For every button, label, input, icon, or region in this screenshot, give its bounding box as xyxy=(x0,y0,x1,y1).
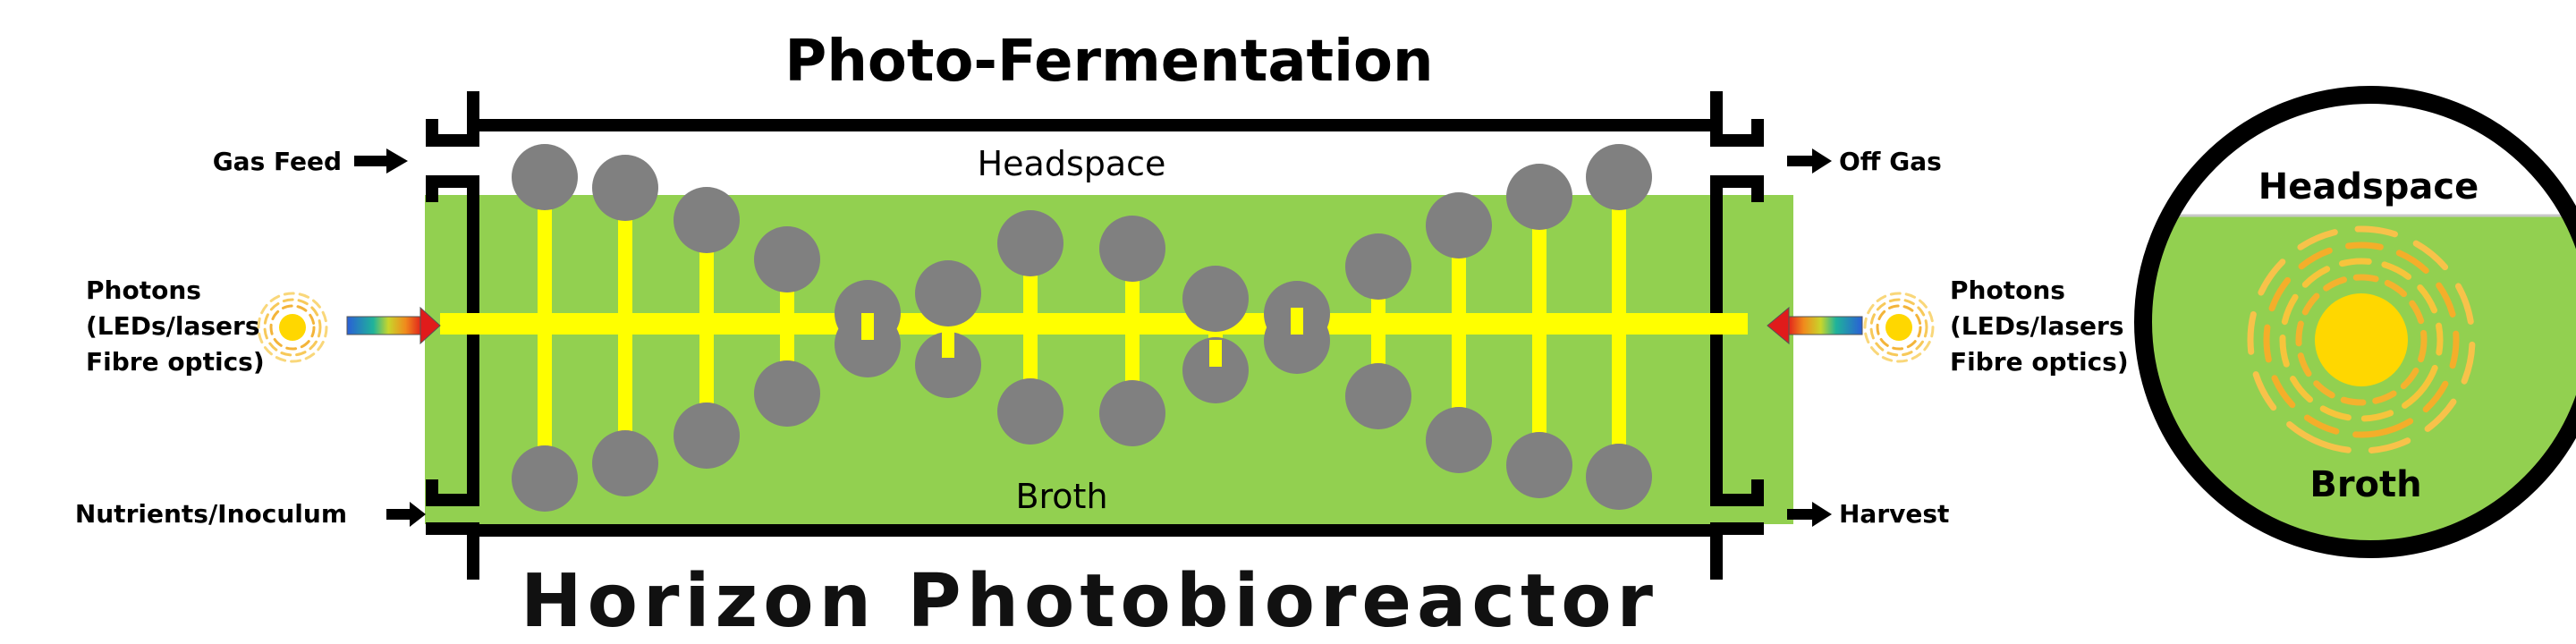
diffuser-ball xyxy=(1506,164,1572,230)
diffuser-ball xyxy=(1264,308,1330,374)
sun-ray xyxy=(269,304,316,351)
light-rod-vertical xyxy=(1452,225,1466,440)
sun-right-icon xyxy=(1863,292,1935,363)
sun-ray xyxy=(2263,242,2460,438)
photons-left-label: Photons (LEDs/lasers Fibre optics) xyxy=(86,275,265,377)
cross-section-broth-label: Broth xyxy=(2309,464,2421,505)
nutrients-label: Nutrients/Inoculum xyxy=(75,499,347,529)
page-subtitle: Horizon Photobioreactor xyxy=(521,559,1658,644)
cross-section xyxy=(2134,86,2576,558)
sun-ray xyxy=(257,292,328,363)
sun-ray xyxy=(1876,304,1922,351)
diffuser-ball xyxy=(592,155,658,221)
diffuser-ball xyxy=(1426,192,1492,258)
light-rod-stub xyxy=(1291,308,1303,335)
svg-text:(LEDs/lasers: (LEDs/lasers xyxy=(86,311,260,341)
reactor-walls xyxy=(426,91,1764,580)
photons-right-label: Photons (LEDs/lasers Fibre optics) xyxy=(1950,275,2129,377)
spectrum-arrow-left-icon xyxy=(346,306,441,345)
svg-text:(LEDs/lasers: (LEDs/lasers xyxy=(1950,311,2124,341)
diffuser-ball xyxy=(915,260,981,326)
sun-core xyxy=(1885,314,1912,341)
gas-feed-label: Gas Feed xyxy=(213,147,342,176)
sun-core xyxy=(2315,293,2408,386)
sun-ray xyxy=(263,298,322,357)
sun-core xyxy=(279,314,306,341)
diffuser-ball xyxy=(1345,233,1411,300)
diffuser-ball xyxy=(1182,337,1249,403)
light-rod-vertical xyxy=(538,177,552,479)
diffuser-balls xyxy=(512,144,1652,512)
svg-text:Fibre optics): Fibre optics) xyxy=(86,347,265,377)
diffuser-ball xyxy=(1506,432,1572,498)
sun-ray xyxy=(2295,274,2428,406)
diffuser-ball xyxy=(512,144,578,210)
diffuser-ball xyxy=(674,402,740,469)
diffuser-ball xyxy=(512,445,578,512)
spectrum-arrow-right-icon xyxy=(1767,306,1863,345)
diffuser-ball xyxy=(754,226,820,292)
headspace-label: Headspace xyxy=(978,144,1166,183)
light-rod-vertical xyxy=(1532,197,1546,465)
diffuser-ball xyxy=(674,187,740,253)
light-rod-vertical xyxy=(618,188,632,463)
svg-text:Photons: Photons xyxy=(1950,275,2065,305)
diffuser-ball xyxy=(1586,144,1652,210)
sun-ray xyxy=(2279,258,2444,422)
diffuser-ball xyxy=(754,360,820,427)
diffuser-ball xyxy=(997,378,1063,445)
light-rod-vertical xyxy=(1125,249,1140,413)
gas-feed-arrow xyxy=(354,148,408,174)
light-rod-stub xyxy=(1209,340,1222,367)
light-rod-stub xyxy=(861,313,874,340)
sun-ray xyxy=(1863,292,1935,363)
svg-text:Fibre optics): Fibre optics) xyxy=(1950,347,2129,377)
sun-ray xyxy=(1869,298,1928,357)
light-rod-horizontal xyxy=(440,313,1748,335)
page-title: Photo-Fermentation xyxy=(784,29,1433,95)
light-rod-vertical xyxy=(699,220,714,436)
off-gas-arrow xyxy=(1787,148,1832,174)
cross-section-headspace-label: Headspace xyxy=(2258,166,2479,208)
diffuser-ball xyxy=(1586,444,1652,510)
light-rod-vertical xyxy=(1023,243,1038,411)
light-rod-vertical xyxy=(780,259,794,394)
diffuser-ball xyxy=(1182,266,1249,332)
sun-ray xyxy=(2247,225,2476,454)
svg-text:Photons: Photons xyxy=(86,275,201,305)
diffuser-ball xyxy=(1345,363,1411,429)
harvest-arrow xyxy=(1787,502,1832,527)
diffuser-ball xyxy=(1099,380,1165,446)
diffuser-ball xyxy=(1426,407,1492,473)
diffuser-ball xyxy=(592,430,658,496)
diffuser-ball xyxy=(997,210,1063,276)
sun-left-icon xyxy=(257,292,328,363)
diffuser-ball xyxy=(1099,216,1165,282)
light-rod-stub xyxy=(942,331,954,358)
harvest-label: Harvest xyxy=(1839,499,1949,529)
light-rod-vertical xyxy=(1612,177,1626,477)
diffuser-ball xyxy=(835,311,901,377)
off-gas-label: Off Gas xyxy=(1839,147,1942,176)
sun-large-icon xyxy=(2247,225,2476,454)
nutrients-arrow xyxy=(386,502,426,527)
diffuser-ball xyxy=(915,332,981,398)
broth-label: Broth xyxy=(1015,477,1107,516)
